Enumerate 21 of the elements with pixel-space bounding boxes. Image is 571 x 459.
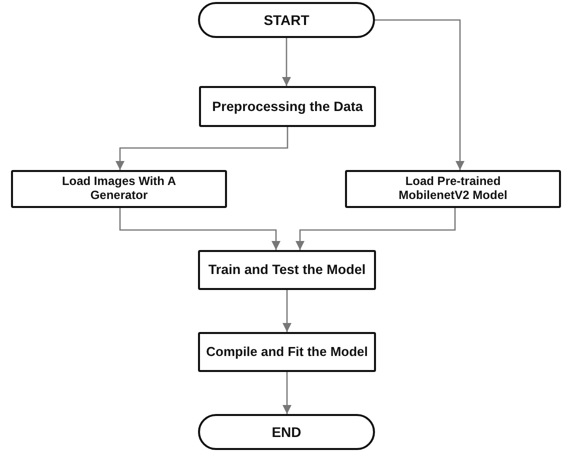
arrow (295, 208, 456, 250)
arrow (282, 290, 292, 332)
node-label: Preprocessing the Data (212, 98, 363, 114)
process-box (199, 86, 376, 127)
arrow (119, 208, 281, 250)
node-label: Compile and Fit the Model (206, 344, 368, 360)
terminal-pill (198, 2, 375, 38)
arrow (282, 38, 292, 86)
node-label: START (264, 12, 310, 28)
arrow (115, 127, 288, 170)
node-label: Load Pre-trained MobilenetV2 Model (398, 175, 508, 203)
node-label: END (272, 424, 302, 440)
terminal-pill (198, 414, 375, 450)
node-label: Load Images With A Generator (60, 175, 178, 203)
process-box (198, 250, 376, 290)
process-box (11, 170, 227, 208)
arrow (375, 19, 465, 170)
arrow (282, 372, 292, 414)
node-label: Train and Test the Model (208, 262, 366, 278)
process-box (198, 332, 376, 372)
process-box (345, 170, 561, 208)
